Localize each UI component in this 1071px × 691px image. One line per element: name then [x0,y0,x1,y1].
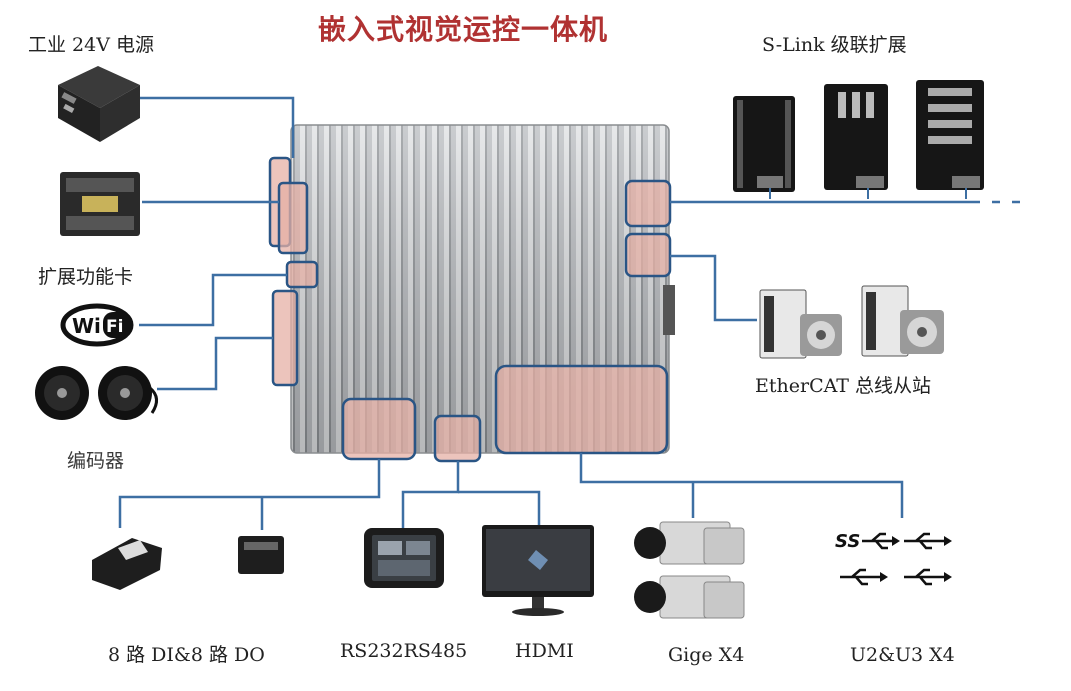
label-encoder: 编码器 [67,450,125,472]
connector-lines [118,96,1030,530]
wifi-text-wi: Wi [72,314,101,338]
port-slink [624,179,672,228]
slink-module-2 [824,84,888,190]
ethercat-slaves-icon [759,285,944,359]
usb-icon [904,568,944,586]
port-ethercat [624,232,672,278]
wifi-text-fi: Fi [106,317,123,337]
port-expansion [277,181,309,255]
label-dio: 8 路 DI&8 路 DO [108,644,265,666]
port-highlights [268,156,672,463]
port-encoder [271,289,299,387]
port-serial-hdmi [433,414,482,463]
usb-icon [840,568,880,586]
usb-ss-text: SS [835,531,860,552]
slink-module-3 [916,80,984,190]
port-gige-usb [494,364,669,455]
monitor-icon [482,525,594,616]
label-expansion: 扩展功能卡 [38,266,134,288]
label-slink: S-Link 级联扩展 [762,34,907,56]
slink-modules [733,80,984,199]
wifi-logo: Wi Fi [60,303,134,347]
port-dio [341,397,417,461]
slink-module-1 [733,96,795,192]
label-hdmi: HDMI [515,640,574,662]
encoder-icon [35,366,158,420]
expansion-card-icon [60,172,140,236]
usb-icon [862,532,892,550]
power-supply-icon [58,66,140,142]
port-wifi [285,260,319,289]
usb-symbols-icon: SS [835,531,952,586]
dio-modules-icon [92,536,284,590]
diagram-title: 嵌入式视觉运控一体机 [318,13,609,46]
gige-cameras-icon [634,521,745,619]
touch-panel-icon [364,528,444,588]
label-ethercat: EtherCAT 总线从站 [755,375,932,397]
label-usb: U2&U3 X4 [850,644,955,666]
label-power: 工业 24V 电源 [28,34,154,56]
label-gige: Gige X4 [668,644,745,666]
usb-icon [904,532,944,550]
label-serial: RS232RS485 [340,640,468,662]
